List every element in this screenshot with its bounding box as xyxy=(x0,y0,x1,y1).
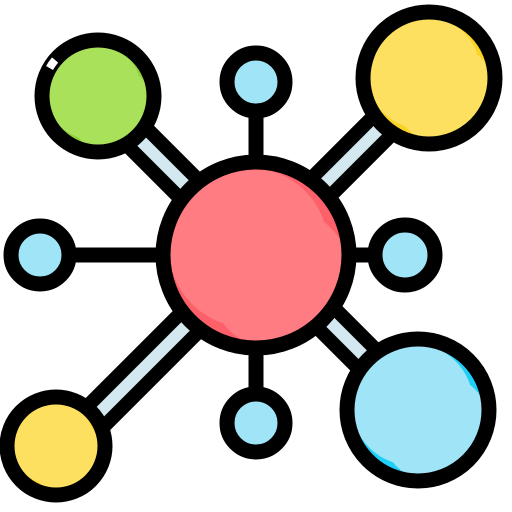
node-blue xyxy=(339,331,497,489)
small-node-bottom xyxy=(219,386,293,460)
small-node-left xyxy=(3,218,77,292)
node-yellow-small xyxy=(0,389,113,503)
outline-gaps xyxy=(46,57,59,71)
node-yellow-large xyxy=(355,4,503,152)
rod-yellow xyxy=(298,100,408,210)
hub-node xyxy=(155,154,357,356)
small-node-top xyxy=(219,45,293,119)
small-node-right xyxy=(367,217,443,293)
node-green xyxy=(34,32,162,160)
